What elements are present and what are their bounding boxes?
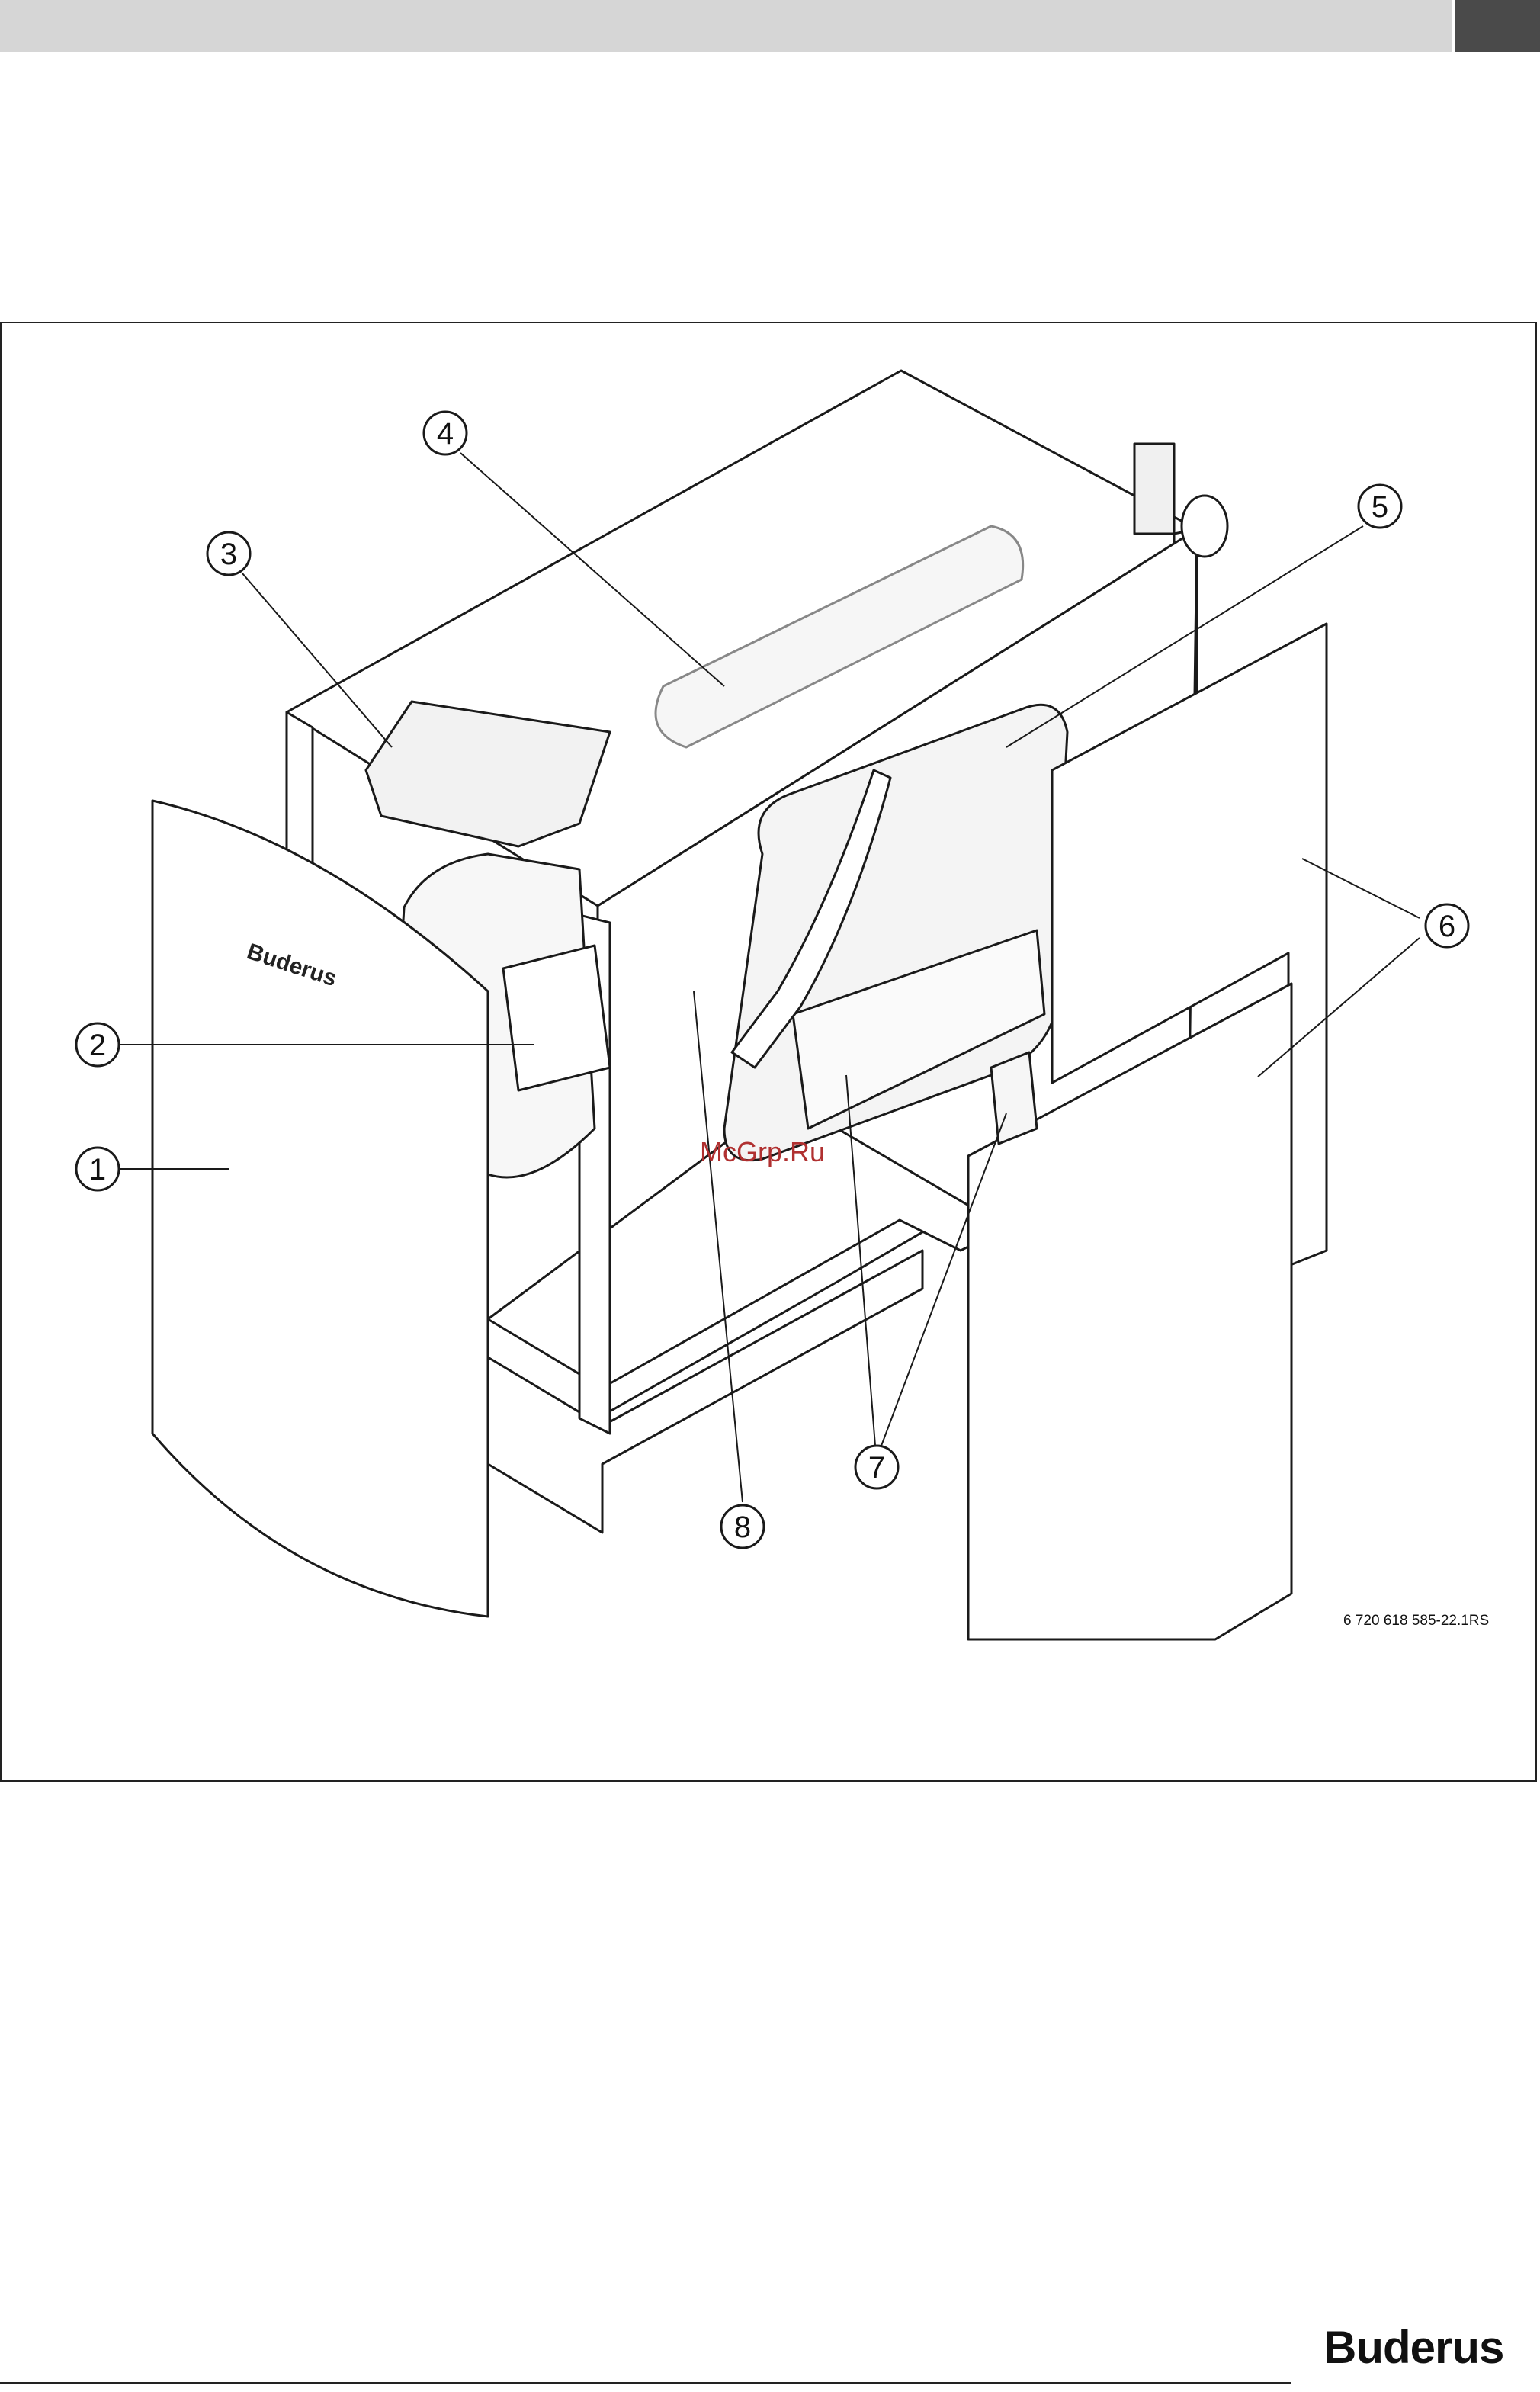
callout-7-label: 7 xyxy=(868,1451,885,1485)
figure-code: 6 720 618 585-22.1RS xyxy=(1343,1613,1489,1629)
callout-6-label: 6 xyxy=(1439,910,1455,943)
buderus-logo: Buderus xyxy=(1323,2321,1503,2374)
expansion-tank xyxy=(991,1052,1037,1144)
callout-3-label: 3 xyxy=(220,538,237,571)
pipe-flange xyxy=(1182,496,1227,557)
callout-2-label: 2 xyxy=(89,1029,106,1062)
footer-rule xyxy=(0,2382,1291,2384)
callout-4-label: 4 xyxy=(437,417,454,451)
burner-motor xyxy=(503,946,610,1090)
pipe-connector xyxy=(1134,444,1174,534)
watermark: McGrp.Ru xyxy=(700,1136,825,1168)
callout-1-label: 1 xyxy=(89,1153,106,1186)
callout-8-label: 8 xyxy=(734,1511,751,1544)
callout-5-label: 5 xyxy=(1372,490,1388,524)
